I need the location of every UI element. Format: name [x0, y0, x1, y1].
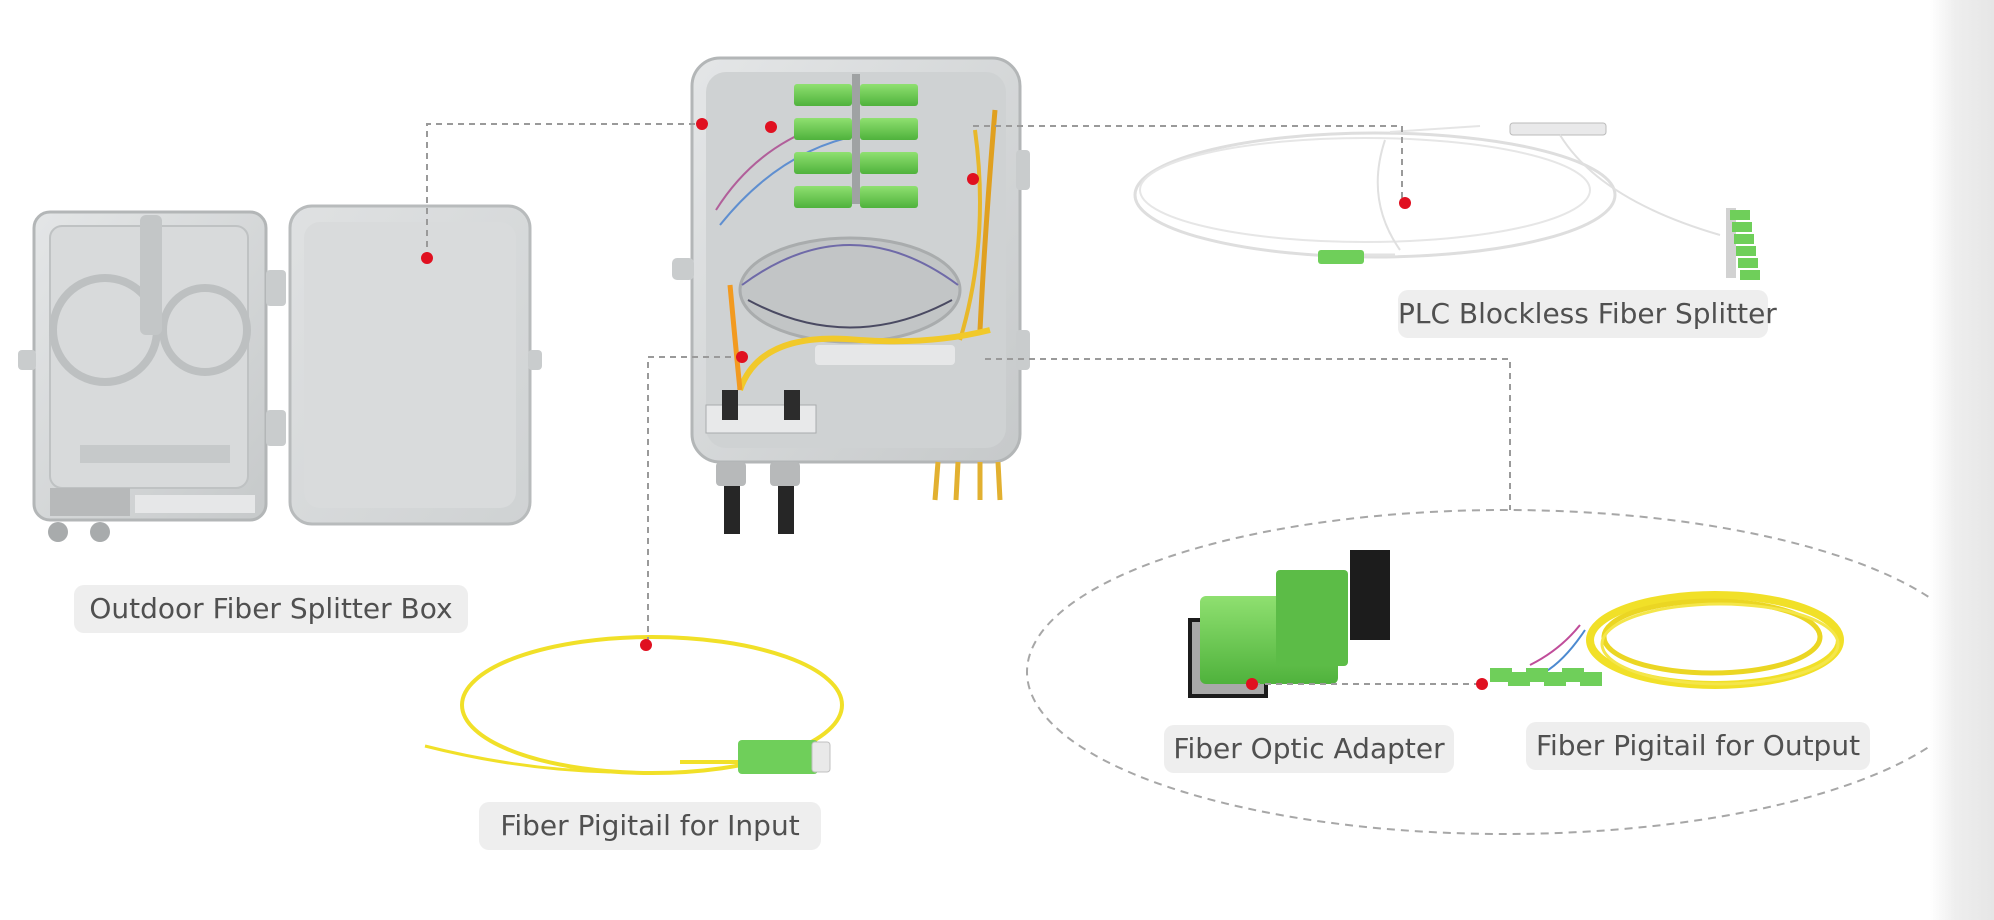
- outdoor-splitter-box-image: [18, 204, 542, 542]
- leader-input: [647, 356, 742, 645]
- assembled-splitter-box-image: [672, 56, 1030, 534]
- label-pigtail-input: Fiber Pigitail for Input: [479, 802, 821, 850]
- label-pigtail-output: Fiber Pigitail for Output: [1526, 722, 1870, 770]
- marker-dot: [640, 639, 652, 651]
- leader-box: [426, 123, 702, 258]
- marker-dot: [696, 118, 708, 130]
- marker-dot: [765, 121, 777, 133]
- label-fiber-optic-adapter: Fiber Optic Adapter: [1164, 725, 1454, 773]
- adapter-image: [1188, 550, 1390, 698]
- marker-dot: [736, 351, 748, 363]
- marker-dot: [967, 173, 979, 185]
- marker-dot: [1399, 197, 1411, 209]
- plc-splitter-image: [1133, 122, 1760, 280]
- right-edge-shade: [1930, 0, 1994, 920]
- markers: [421, 118, 1488, 690]
- leader-lines: [426, 123, 1511, 685]
- marker-dot: [1476, 678, 1488, 690]
- label-plc-splitter: PLC Blockless Fiber Splitter: [1398, 290, 1777, 338]
- label-outdoor-splitter-box: Outdoor Fiber Splitter Box: [74, 585, 468, 633]
- leader-plc: [973, 125, 1403, 200]
- marker-dot: [421, 252, 433, 264]
- marker-dot: [1246, 678, 1258, 690]
- leader-adapter: [985, 358, 1511, 510]
- output-pigtail-image: [1490, 591, 1844, 689]
- input-pigtail-image: [424, 635, 844, 775]
